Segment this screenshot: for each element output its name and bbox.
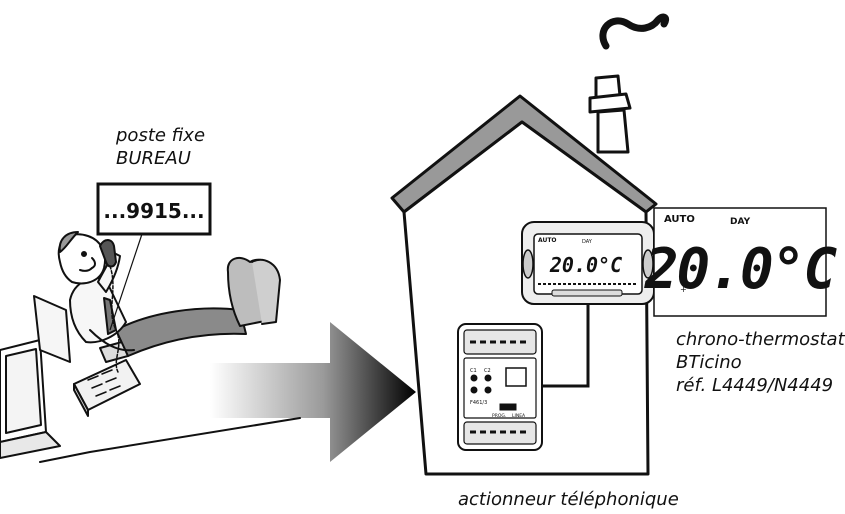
thermostat-caption-line3: réf. L4449/N4449 xyxy=(676,375,834,396)
channel-1-label: C1 xyxy=(470,368,477,374)
wall-thermostat-temperature: 20.0°C xyxy=(549,253,622,277)
wall-thermostat-mode: AUTO xyxy=(538,237,557,244)
zoom-day: DAY xyxy=(730,217,751,227)
computer-monitor-icon xyxy=(0,339,61,459)
office-caption-line2: BUREAU xyxy=(116,148,191,169)
dialed-number-box: ...9915... xyxy=(96,182,212,236)
office-worker-illustration xyxy=(0,231,301,463)
thermostat-caption-line1: chrono-thermostat xyxy=(676,329,845,350)
zoom-temperature: 20.0°C xyxy=(644,237,838,302)
svg-text:+: + xyxy=(680,285,687,294)
channel-2-label: C2 xyxy=(484,368,491,374)
wall-thermostat: AUTO DAY 20.0°C xyxy=(521,221,655,305)
signal-arrow xyxy=(210,322,416,462)
smoke-icon xyxy=(599,13,670,50)
thermostat-caption-line2: BTicino xyxy=(676,352,742,373)
thermostat-zoom-panel: AUTO DAY 20.0°C + xyxy=(644,207,839,317)
line-label: LINEA xyxy=(512,413,526,419)
actuator-model: F461/3 xyxy=(470,400,487,406)
prog-label: PROG. xyxy=(492,413,506,419)
thermostat-caption: chrono-thermostat BTicino réf. L4449/N44… xyxy=(676,328,845,397)
desk-phone-icon xyxy=(73,341,141,417)
actuator-caption: actionneur téléphonique xyxy=(458,489,679,510)
office-caption-line1: poste fixe xyxy=(116,125,206,146)
dialed-number: ...9915... xyxy=(103,199,204,223)
callout-pointer xyxy=(109,233,143,331)
office-phone-caption: poste fixe BUREAU xyxy=(116,124,205,170)
control-wire xyxy=(530,304,590,388)
wall-thermostat-day: DAY xyxy=(582,239,593,245)
zoom-mode: AUTO xyxy=(664,214,695,225)
telephone-actuator: C1 C2 F461/3 PROG. LINEA xyxy=(457,323,543,451)
